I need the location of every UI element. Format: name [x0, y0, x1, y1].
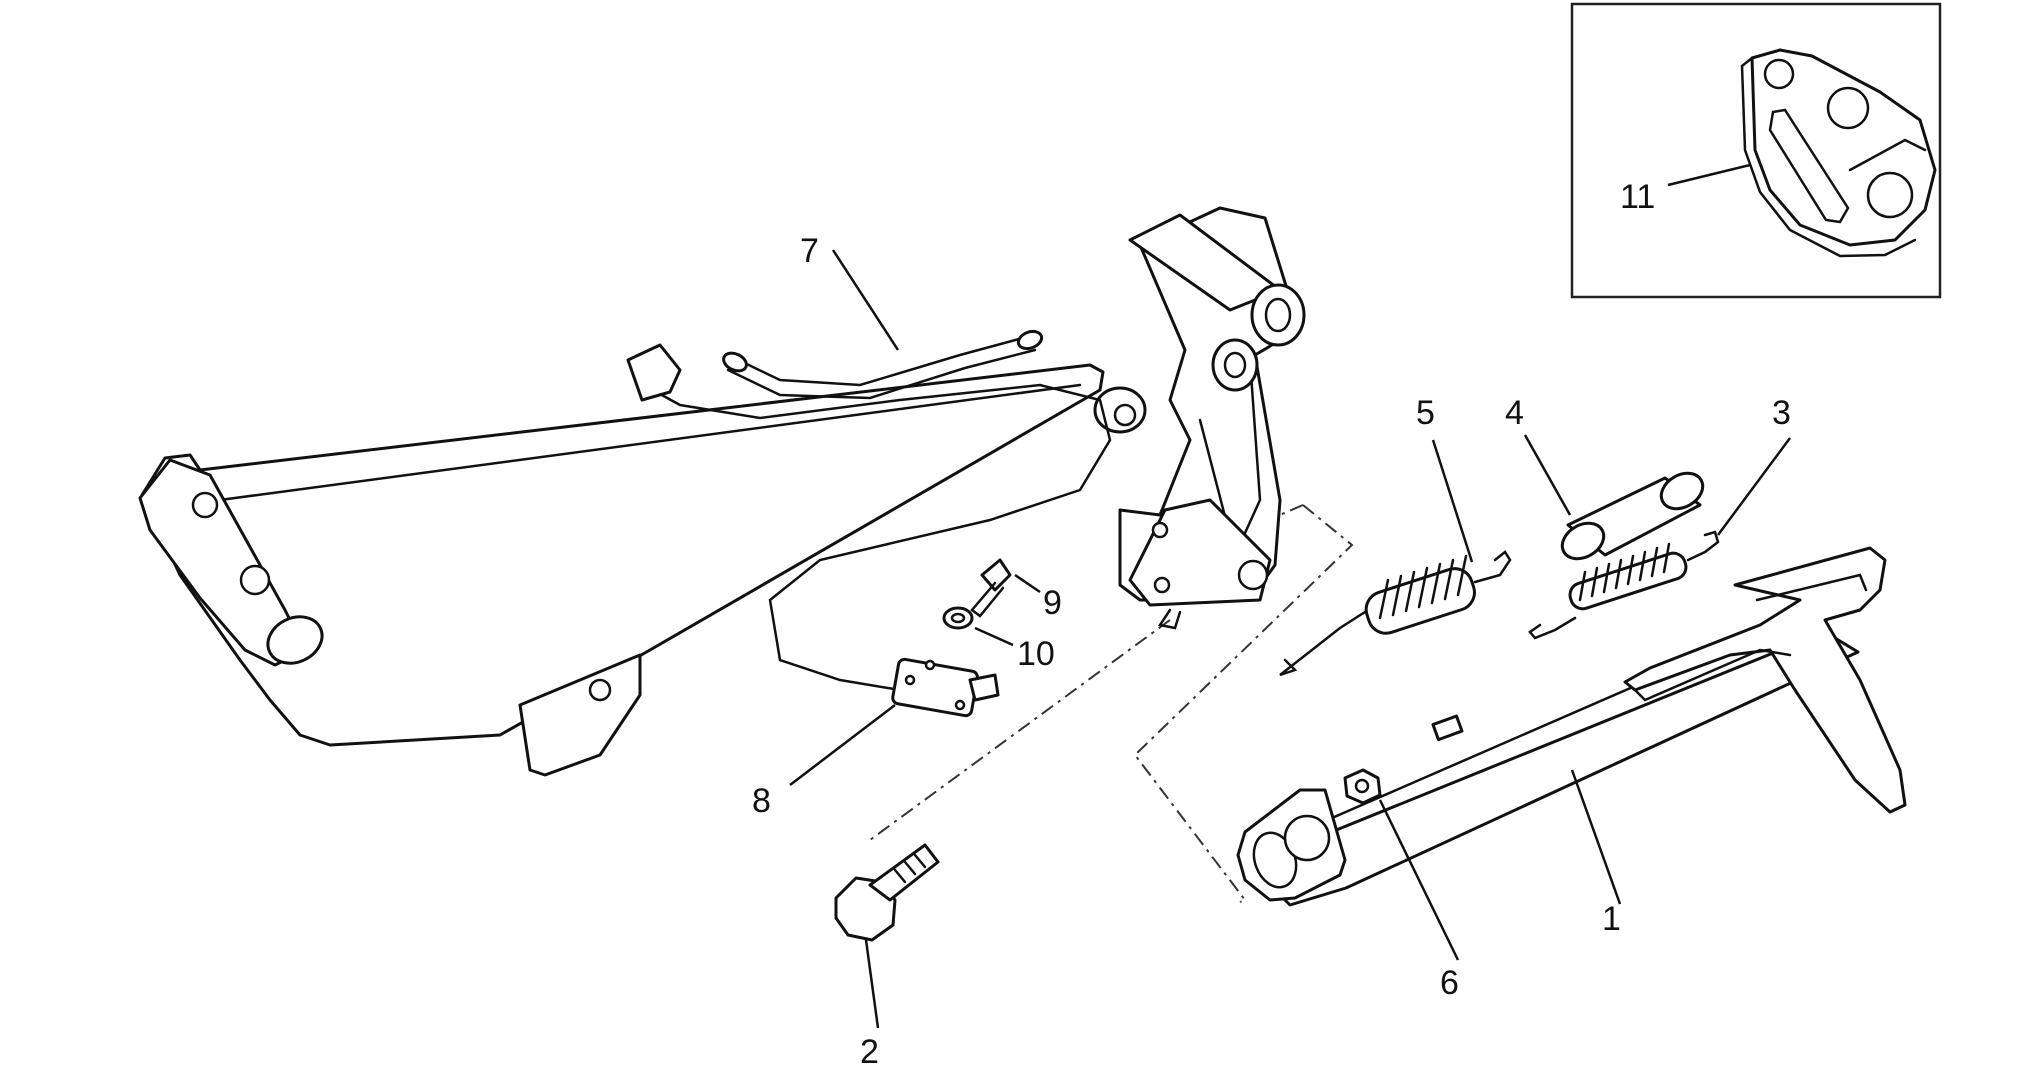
- inset-part-11: [1570, 2, 1942, 299]
- callout-7: 7: [800, 232, 819, 270]
- callout-2: 2: [860, 1033, 879, 1065]
- callout-6: 6: [1440, 964, 1459, 1002]
- nut-part-6: [1343, 768, 1460, 961]
- screw-part-9: [970, 558, 1041, 618]
- washer-part-10: [942, 606, 1014, 647]
- bolt-part-2: [834, 843, 940, 1029]
- switch-harness-part-8: [626, 343, 1112, 786]
- callout-5: 5: [1416, 394, 1435, 432]
- callout-9: 9: [1043, 584, 1062, 622]
- spring-part-5: [1279, 439, 1512, 677]
- side-stand: [1236, 546, 1907, 907]
- callout-10: 10: [1017, 635, 1055, 673]
- spacer-tube-part-4: [1523, 434, 1705, 561]
- callout-8: 8: [752, 782, 771, 820]
- callout-1: 1: [1602, 900, 1621, 938]
- spring-part-3: [1528, 437, 1792, 640]
- callout-3: 3: [1772, 394, 1791, 432]
- assembly-dashed-outline: [1133, 504, 1354, 903]
- callout-11: 11: [1620, 178, 1655, 216]
- callout-4: 4: [1505, 394, 1524, 432]
- stand-bracket: [138, 206, 1306, 777]
- cable-part-7: [722, 249, 1044, 400]
